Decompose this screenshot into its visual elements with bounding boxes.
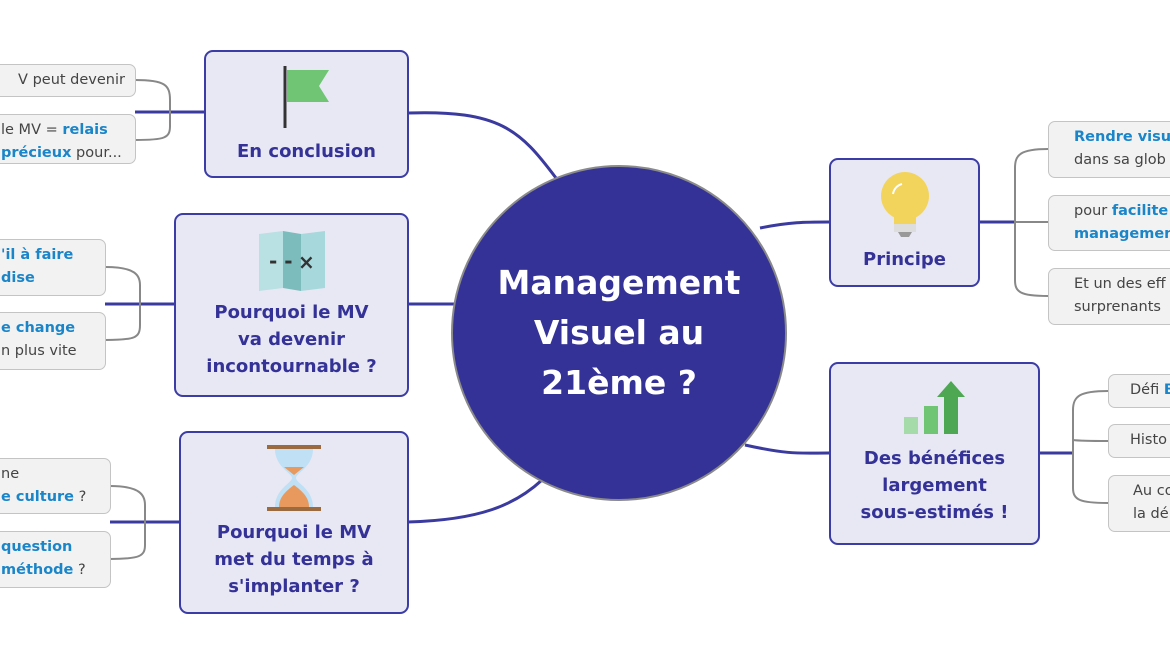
leaf-item[interactable]: le MV = relais précieux pour... (0, 114, 136, 164)
leaf-item[interactable]: e change n plus vite (0, 312, 106, 370)
svg-text:- -: - - (269, 249, 293, 273)
leaf-highlight: question (1, 539, 73, 555)
topic-benefices[interactable]: Des bénéfices largement sous-estimés ! (829, 362, 1040, 545)
leaf-item[interactable]: ne e culture ? (0, 458, 111, 514)
topic-title: Des bénéfices (863, 448, 1006, 469)
leaf-text: pour... (71, 145, 122, 161)
leaf-highlight: e culture (1, 489, 75, 505)
leaf-text: Au co (1133, 483, 1170, 499)
topic-title: Pourquoi le MV (216, 522, 372, 543)
topic-principe[interactable]: Principe (829, 158, 980, 287)
topic-title: En conclusion (237, 140, 376, 162)
leaf-text: n plus vite (1, 343, 77, 359)
leaf-item[interactable]: Rendre visu dans sa glob (1048, 121, 1170, 178)
leaf-text: dans sa glob (1074, 152, 1166, 168)
leaf-highlight: B (1164, 382, 1170, 398)
leaf-item[interactable]: Défi B (1108, 374, 1170, 408)
leaf-highlight: méthode (1, 562, 74, 578)
topic-incontournable[interactable]: - -× Pourquoi le MV va devenir incontour… (174, 213, 409, 397)
topic-temps[interactable]: Pourquoi le MV met du temps à s'implante… (179, 431, 409, 614)
leaf-text: ? (73, 562, 86, 578)
topic-title: sous-estimés ! (860, 502, 1009, 523)
leaf-highlight: Rendre visu (1074, 129, 1170, 145)
topic-title: s'implanter ? (228, 576, 360, 597)
map-icon: - -× (258, 230, 325, 291)
leaf-highlight: managemen (1074, 226, 1170, 242)
leaf-text: pour (1074, 203, 1112, 219)
leaf-highlight: dise (1, 270, 35, 286)
flag-icon (283, 65, 329, 128)
leaf-highlight: précieux (1, 145, 72, 161)
leaf-text: ne (1, 466, 20, 482)
hourglass-icon (267, 445, 321, 511)
center-line: Management (497, 263, 741, 302)
leaf-text: le MV = (1, 122, 63, 138)
leaf-item[interactable]: Et un des eff surprenants (1048, 268, 1170, 325)
leaf-highlight: relais (62, 122, 108, 138)
topic-title: incontournable ? (206, 355, 377, 377)
center-line: Visuel au (533, 313, 705, 352)
svg-text:×: × (298, 250, 315, 274)
leaf-highlight: e change (1, 320, 76, 336)
leaf-item[interactable]: question méthode ? (0, 531, 111, 588)
topic-title: Principe (863, 249, 946, 270)
leaf-text: la dé (1133, 506, 1169, 522)
leaf-highlight: facilite (1111, 203, 1169, 219)
topic-title: va devenir (237, 328, 346, 350)
topic-title: Pourquoi le MV (214, 301, 369, 323)
leaf-item[interactable]: V peut devenir (0, 64, 136, 97)
leaf-item[interactable]: 'il à faire dise (0, 239, 106, 296)
leaf-item[interactable]: Histo (1108, 424, 1170, 458)
leaf-text: V peut devenir (18, 72, 125, 88)
leaf-text: ? (74, 489, 87, 505)
leaf-item[interactable]: pour facilite managemen (1048, 195, 1170, 251)
growth-chart-icon (903, 381, 965, 434)
center-line: 21ème ? (541, 363, 697, 402)
lightbulb-icon (880, 172, 929, 237)
leaf-text: Et un des eff (1074, 276, 1166, 292)
leaf-highlight: 'il à faire (1, 247, 74, 263)
leaf-text: surprenants (1074, 299, 1161, 315)
topic-title: met du temps à (214, 549, 374, 570)
leaf-text: Histo (1130, 432, 1168, 448)
leaf-item[interactable]: Au co la dé (1108, 475, 1170, 532)
topic-en-conclusion[interactable]: En conclusion (204, 50, 409, 178)
topic-title: largement (882, 475, 987, 496)
leaf-text: Défi (1130, 382, 1164, 398)
